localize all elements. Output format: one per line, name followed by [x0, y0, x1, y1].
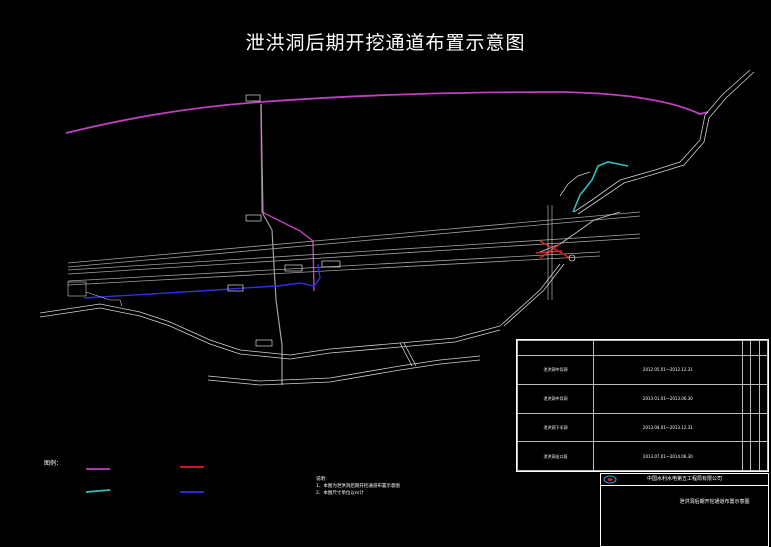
notes-line-2: 2、本图尺寸单位以m计: [316, 491, 364, 496]
vertical-access-road: [260, 103, 283, 385]
adit-branch-line: [260, 103, 315, 292]
blue-route-line: [83, 263, 321, 299]
lower-road: [39, 263, 565, 386]
table-row: 泄洪洞中导洞 2013.01.01～2013.06.30: [517, 383, 769, 414]
right-road: [539, 69, 755, 253]
legend-samples: [85, 466, 204, 493]
table-row: 泄洪洞出口段 2013.07.01～2014.06.30: [517, 441, 769, 471]
table-cell-name: 泄洪洞下半洞: [517, 412, 594, 443]
title-block: 中国水利水电第五工程局有限公司 泄洪洞后期开挖通道布置示意图: [600, 473, 769, 547]
company-name: 中国水利水电第五工程局有限公司: [601, 474, 768, 486]
table-cell-time: 2012.05.01～2012.12.31: [593, 355, 743, 385]
left-portal: [67, 281, 123, 307]
table-row: 泄洪洞中导洞 2012.05.01～2012.12.31: [517, 355, 769, 385]
legend-heading: 图例：: [44, 460, 63, 467]
section-markers: [547, 205, 553, 300]
main-tunnel: [67, 211, 641, 286]
cyan-route-line: [572, 161, 629, 213]
table-header-row: [517, 340, 769, 356]
upper-access-road-line: [65, 91, 709, 134]
notes-line-1: 1、本图为泄洪洞后期开挖通道布置示意图: [316, 484, 400, 489]
table-cell-time: 2013.01.01～2013.06.30: [593, 383, 743, 414]
notes-heading: 说明：: [316, 477, 330, 482]
table-row: 泄洪洞下半洞 2013.04.01～2013.12.31: [517, 412, 769, 443]
table-cell-name: 泄洪洞中导洞: [517, 383, 594, 414]
red-route: [535, 240, 571, 259]
notes-block: 说明： 1、本图为泄洪洞后期开挖通道布置示意图 2、本图尺寸单位以m计: [316, 476, 506, 497]
schedule-table: 泄洪洞中导洞 2012.05.01～2012.12.31 泄洪洞中导洞 2013…: [516, 339, 769, 472]
table-cell-name: 泄洪洞中导洞: [517, 355, 594, 385]
table-cell-time: 2013.04.01～2013.12.31: [593, 412, 743, 443]
company-logo-icon: [603, 475, 617, 484]
table-cell-time: 2013.07.01～2014.06.30: [593, 441, 743, 471]
diagram-title: 泄洪洞后期开挖通道布置示意图: [245, 32, 526, 54]
drawing-name: 泄洪洞后期开挖通道布置示意图: [679, 499, 750, 505]
table-cell-name: 泄洪洞出口段: [517, 441, 594, 471]
